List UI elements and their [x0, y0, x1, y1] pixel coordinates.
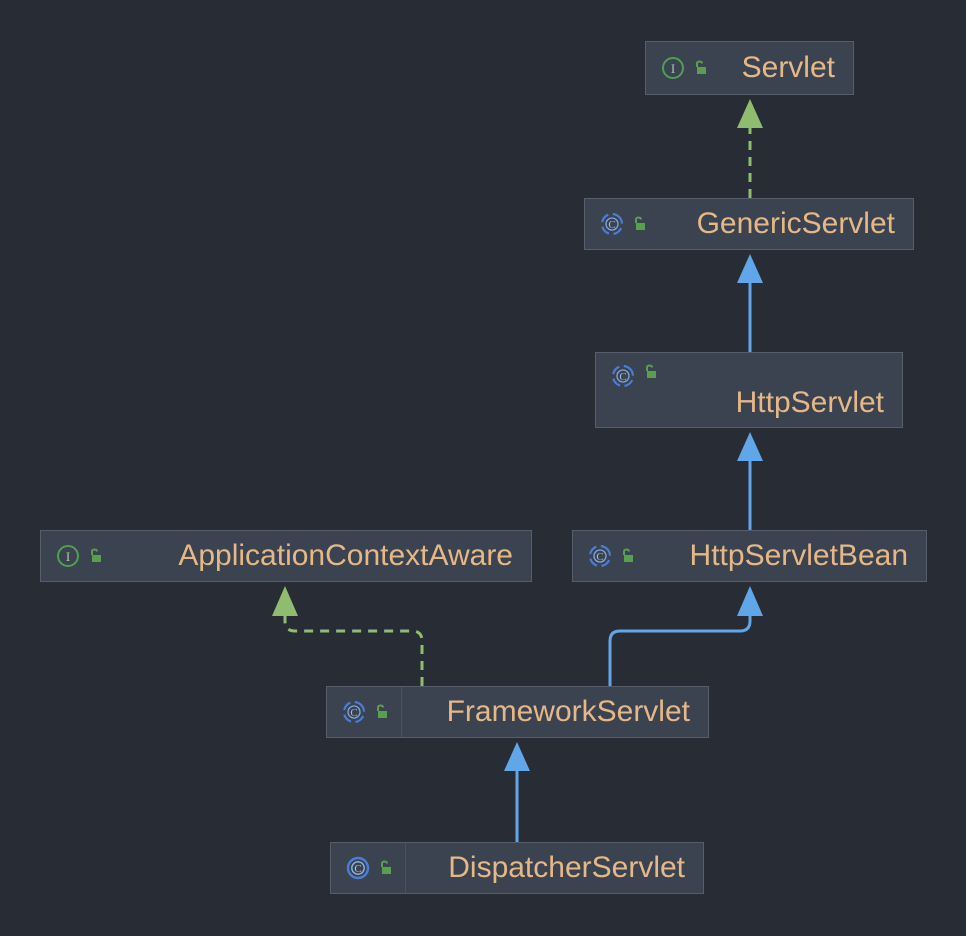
svg-text:C: C [608, 219, 615, 231]
node-label: HttpServletBean [689, 539, 908, 572]
unlocked-padlock-icon [646, 364, 656, 378]
edge-framework-servlet-implements-application-context-aware [272, 586, 424, 686]
extends-arrowhead [737, 432, 763, 461]
extends-arrowhead [504, 742, 530, 771]
node-label: HttpServlet [735, 386, 884, 419]
edge-framework-servlet-extends-http-servlet-bean [608, 586, 763, 686]
node-label: FrameworkServlet [446, 695, 690, 728]
uml-node-http-servlet[interactable]: C HttpServlet [595, 352, 903, 428]
edge-http-servlet-bean-extends-http-servlet [737, 432, 763, 530]
interface-icon: I [662, 57, 684, 79]
uml-node-generic-servlet[interactable]: C GenericServlet [584, 198, 914, 250]
unlocked-padlock-icon [635, 216, 645, 230]
svg-text:C: C [354, 863, 361, 875]
node-icon-gutter: C [573, 531, 647, 581]
class-icon: C [588, 544, 612, 568]
uml-node-dispatcher-servlet[interactable]: C DispatcherServlet [330, 842, 704, 894]
svg-text:I: I [66, 549, 70, 564]
unlocked-padlock-icon [696, 60, 706, 74]
node-icon-gutter: I [646, 42, 720, 94]
interface-icon: I [57, 545, 79, 567]
edge-dispatcher-servlet-extends-framework-servlet [504, 742, 530, 842]
svg-text:C: C [350, 707, 357, 719]
node-icon-gutter: C [585, 199, 659, 249]
node-label: ApplicationContextAware [178, 539, 513, 572]
unlocked-padlock-icon [377, 704, 387, 718]
uml-node-servlet[interactable]: I Servlet [645, 41, 854, 95]
implements-elbow-line [283, 616, 424, 686]
implements-arrowhead [737, 99, 763, 128]
unlocked-padlock-icon [91, 548, 101, 562]
node-icon-gutter: C [327, 687, 402, 737]
node-icon-gutter: C [331, 843, 406, 893]
svg-text:I: I [671, 61, 675, 76]
extends-elbow-line [608, 616, 752, 686]
extends-arrowhead [737, 254, 763, 283]
node-label: DispatcherServlet [448, 851, 685, 884]
uml-node-application-context-aware[interactable]: I ApplicationContextAware [40, 530, 532, 582]
svg-text:C: C [619, 371, 626, 383]
svg-text:C: C [596, 551, 603, 563]
edge-generic-servlet-implements-servlet [737, 99, 763, 198]
class-icon: C [600, 212, 624, 236]
class-icon: C [342, 700, 366, 724]
class-icon: C [346, 856, 370, 880]
node-label: Servlet [741, 51, 835, 84]
node-label: GenericServlet [696, 207, 895, 240]
implements-arrowhead [272, 586, 298, 616]
node-icon-gutter: I [41, 531, 115, 581]
node-icon-gutter: C [596, 353, 670, 427]
extends-arrowhead [737, 586, 763, 616]
edge-http-servlet-extends-generic-servlet [737, 254, 763, 352]
unlocked-padlock-icon [381, 860, 391, 874]
unlocked-padlock-icon [623, 548, 633, 562]
uml-node-framework-servlet[interactable]: C FrameworkServlet [326, 686, 709, 738]
class-icon: C [611, 364, 635, 388]
uml-node-http-servlet-bean[interactable]: C HttpServletBean [572, 530, 927, 582]
